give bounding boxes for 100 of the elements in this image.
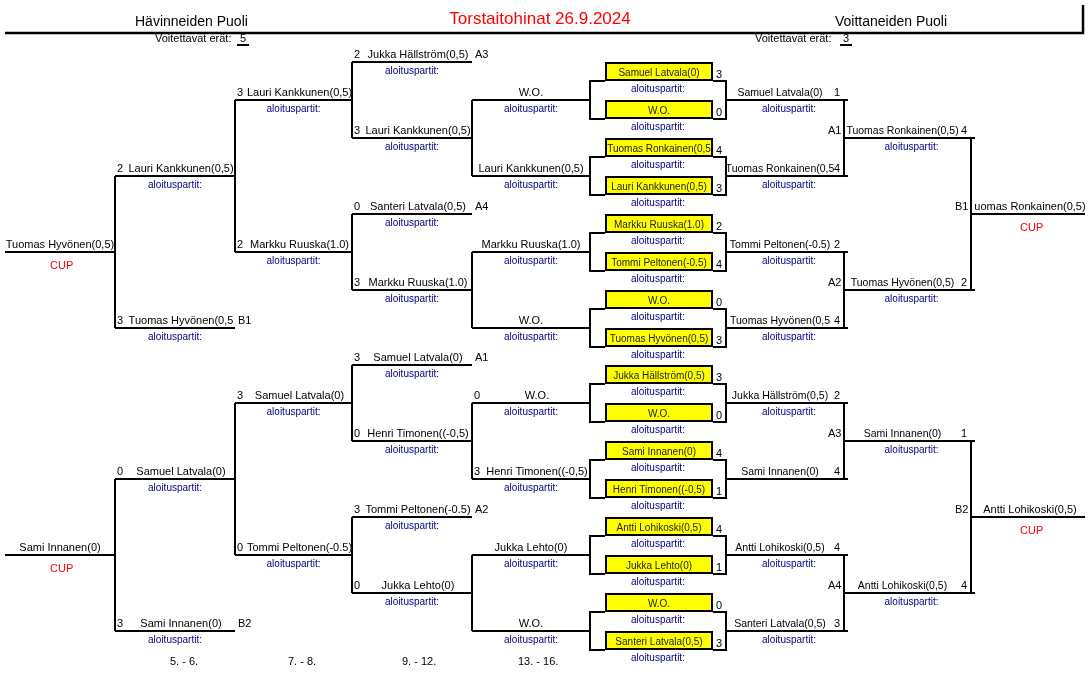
score-number: 3 [716, 182, 723, 194]
highlighted-player-name: W.O. [605, 100, 713, 119]
score-number: 3 [354, 351, 361, 363]
score-number: 0 [716, 409, 723, 421]
bracket-connector [589, 251, 606, 272]
note-text: aloituspartit: [504, 103, 558, 114]
note-text: aloituspartit: [762, 331, 816, 342]
note-text: aloituspartit: [631, 424, 685, 435]
bracket-connector [589, 99, 606, 120]
cup-label: CUP [50, 562, 74, 574]
player-name: Tuomas Ronkainen(0,5 [725, 162, 835, 174]
rules-label: Voitettavat erät: [155, 32, 232, 44]
note-text: aloituspartit: [762, 255, 816, 266]
score-number: 4 [716, 144, 723, 156]
player-name: Samuel Latvala(0) [136, 465, 226, 477]
seed-code: B1 [238, 314, 252, 326]
score-number: 3 [716, 371, 723, 383]
player-name: Jukka Lehto(0) [381, 579, 455, 591]
seed-code: B1 [955, 200, 969, 212]
note-text: aloituspartit: [385, 368, 439, 379]
bracket-connector [234, 402, 236, 480]
note-text: aloituspartit: [762, 558, 816, 569]
placement-label: 5. - 6. [170, 655, 199, 667]
bracket-connector [114, 478, 116, 556]
player-name: Antti Lohikoski(0,5) [857, 579, 948, 591]
bracket-connector [471, 99, 473, 139]
note-text: aloituspartit: [385, 141, 439, 152]
seed-code: B2 [955, 503, 969, 515]
score-number: 3 [716, 68, 723, 80]
bracket-connector [351, 402, 353, 442]
highlighted-player-name: Jukka Lehto(0) [605, 555, 713, 574]
note-text: aloituspartit: [762, 406, 816, 417]
note-text: aloituspartit: [385, 520, 439, 531]
score-number: 4 [716, 523, 723, 535]
highlighted-player-name: Henri Timonen((-0,5) [605, 479, 713, 498]
score-number: 3 [117, 617, 124, 629]
score-number: 4 [833, 465, 840, 477]
note-text: aloituspartit: [504, 406, 558, 417]
note-text: aloituspartit: [385, 444, 439, 455]
highlighted-player-name: Samuel Latvala(0) [605, 62, 713, 81]
bracket-connector [712, 327, 731, 348]
score-number: 0 [474, 389, 481, 401]
note-text: aloituspartit: [631, 538, 685, 549]
bracket-connector [843, 592, 849, 632]
score-number: 0 [354, 200, 361, 212]
highlighted-player-name: Jukka Hällström(0,5) [605, 365, 713, 384]
seed-code: A2 [828, 276, 842, 288]
section-heading: Hävinneiden Puoli [135, 13, 248, 29]
seed-code: A4 [828, 579, 842, 591]
note-text: aloituspartit: [884, 141, 939, 152]
score-number: 2 [960, 276, 967, 288]
bracket-connector [843, 289, 849, 329]
bracket-connector [589, 535, 606, 556]
bracket-connector [234, 99, 236, 177]
cup-label: CUP [1020, 221, 1044, 233]
player-name: Sami Innanen(0) [19, 541, 101, 553]
score-number: 2 [833, 389, 840, 401]
note-text: aloituspartit: [504, 179, 558, 190]
score-number: 2 [117, 162, 124, 174]
bracket-connector [114, 251, 116, 329]
score-number: 3 [237, 389, 244, 401]
highlighted-player-name: Tuomas Hyvönen(0,5) [605, 328, 713, 347]
bracket-connector [712, 99, 731, 120]
note-text: aloituspartit: [762, 103, 816, 114]
note-text: aloituspartit: [385, 65, 439, 76]
player-name: Markku Ruuska(1.0) [250, 238, 349, 250]
score-number: 3 [716, 637, 723, 649]
bracket-connector [712, 251, 731, 272]
player-name: Tuomas Hyvönen(0,5 [730, 314, 830, 326]
note-text: aloituspartit: [504, 482, 558, 493]
player-name: W.O. [518, 617, 544, 629]
note-text: aloituspartit: [385, 217, 439, 228]
note-text: aloituspartit: [385, 596, 439, 607]
player-name: Markku Ruuska(1.0) [481, 238, 581, 250]
bracket-connector [351, 99, 353, 139]
bracket-connector [589, 478, 606, 499]
bracket-connector [471, 289, 473, 329]
score-number: 4 [716, 258, 723, 270]
note-text: aloituspartit: [631, 614, 685, 625]
player-name: Markku Ruuska(1.0) [368, 276, 468, 288]
score-number: 4 [833, 314, 840, 326]
score-number: 2 [833, 238, 840, 250]
bracket-connector [589, 611, 606, 632]
note-text: aloituspartit: [631, 197, 685, 208]
bracket-connector [351, 516, 353, 556]
bracket-connector [589, 327, 606, 348]
highlighted-player-name: Tuomas Ronkainen(0,5 [605, 138, 713, 157]
bracket-connector [589, 156, 606, 177]
bracket-connector [712, 175, 731, 196]
score-number: 2 [237, 238, 244, 250]
note-text: aloituspartit: [631, 235, 685, 246]
bracket-connector [351, 554, 353, 594]
seed-code: A3 [475, 48, 489, 60]
score-number: 0 [716, 296, 723, 308]
bracket-connector [712, 630, 731, 651]
score-number: 0 [354, 427, 361, 439]
player-name: Sami Innanen(0) [863, 427, 942, 439]
bracket-connector [970, 516, 976, 594]
note-text: aloituspartit: [631, 311, 685, 322]
bracket-connector [471, 440, 473, 480]
